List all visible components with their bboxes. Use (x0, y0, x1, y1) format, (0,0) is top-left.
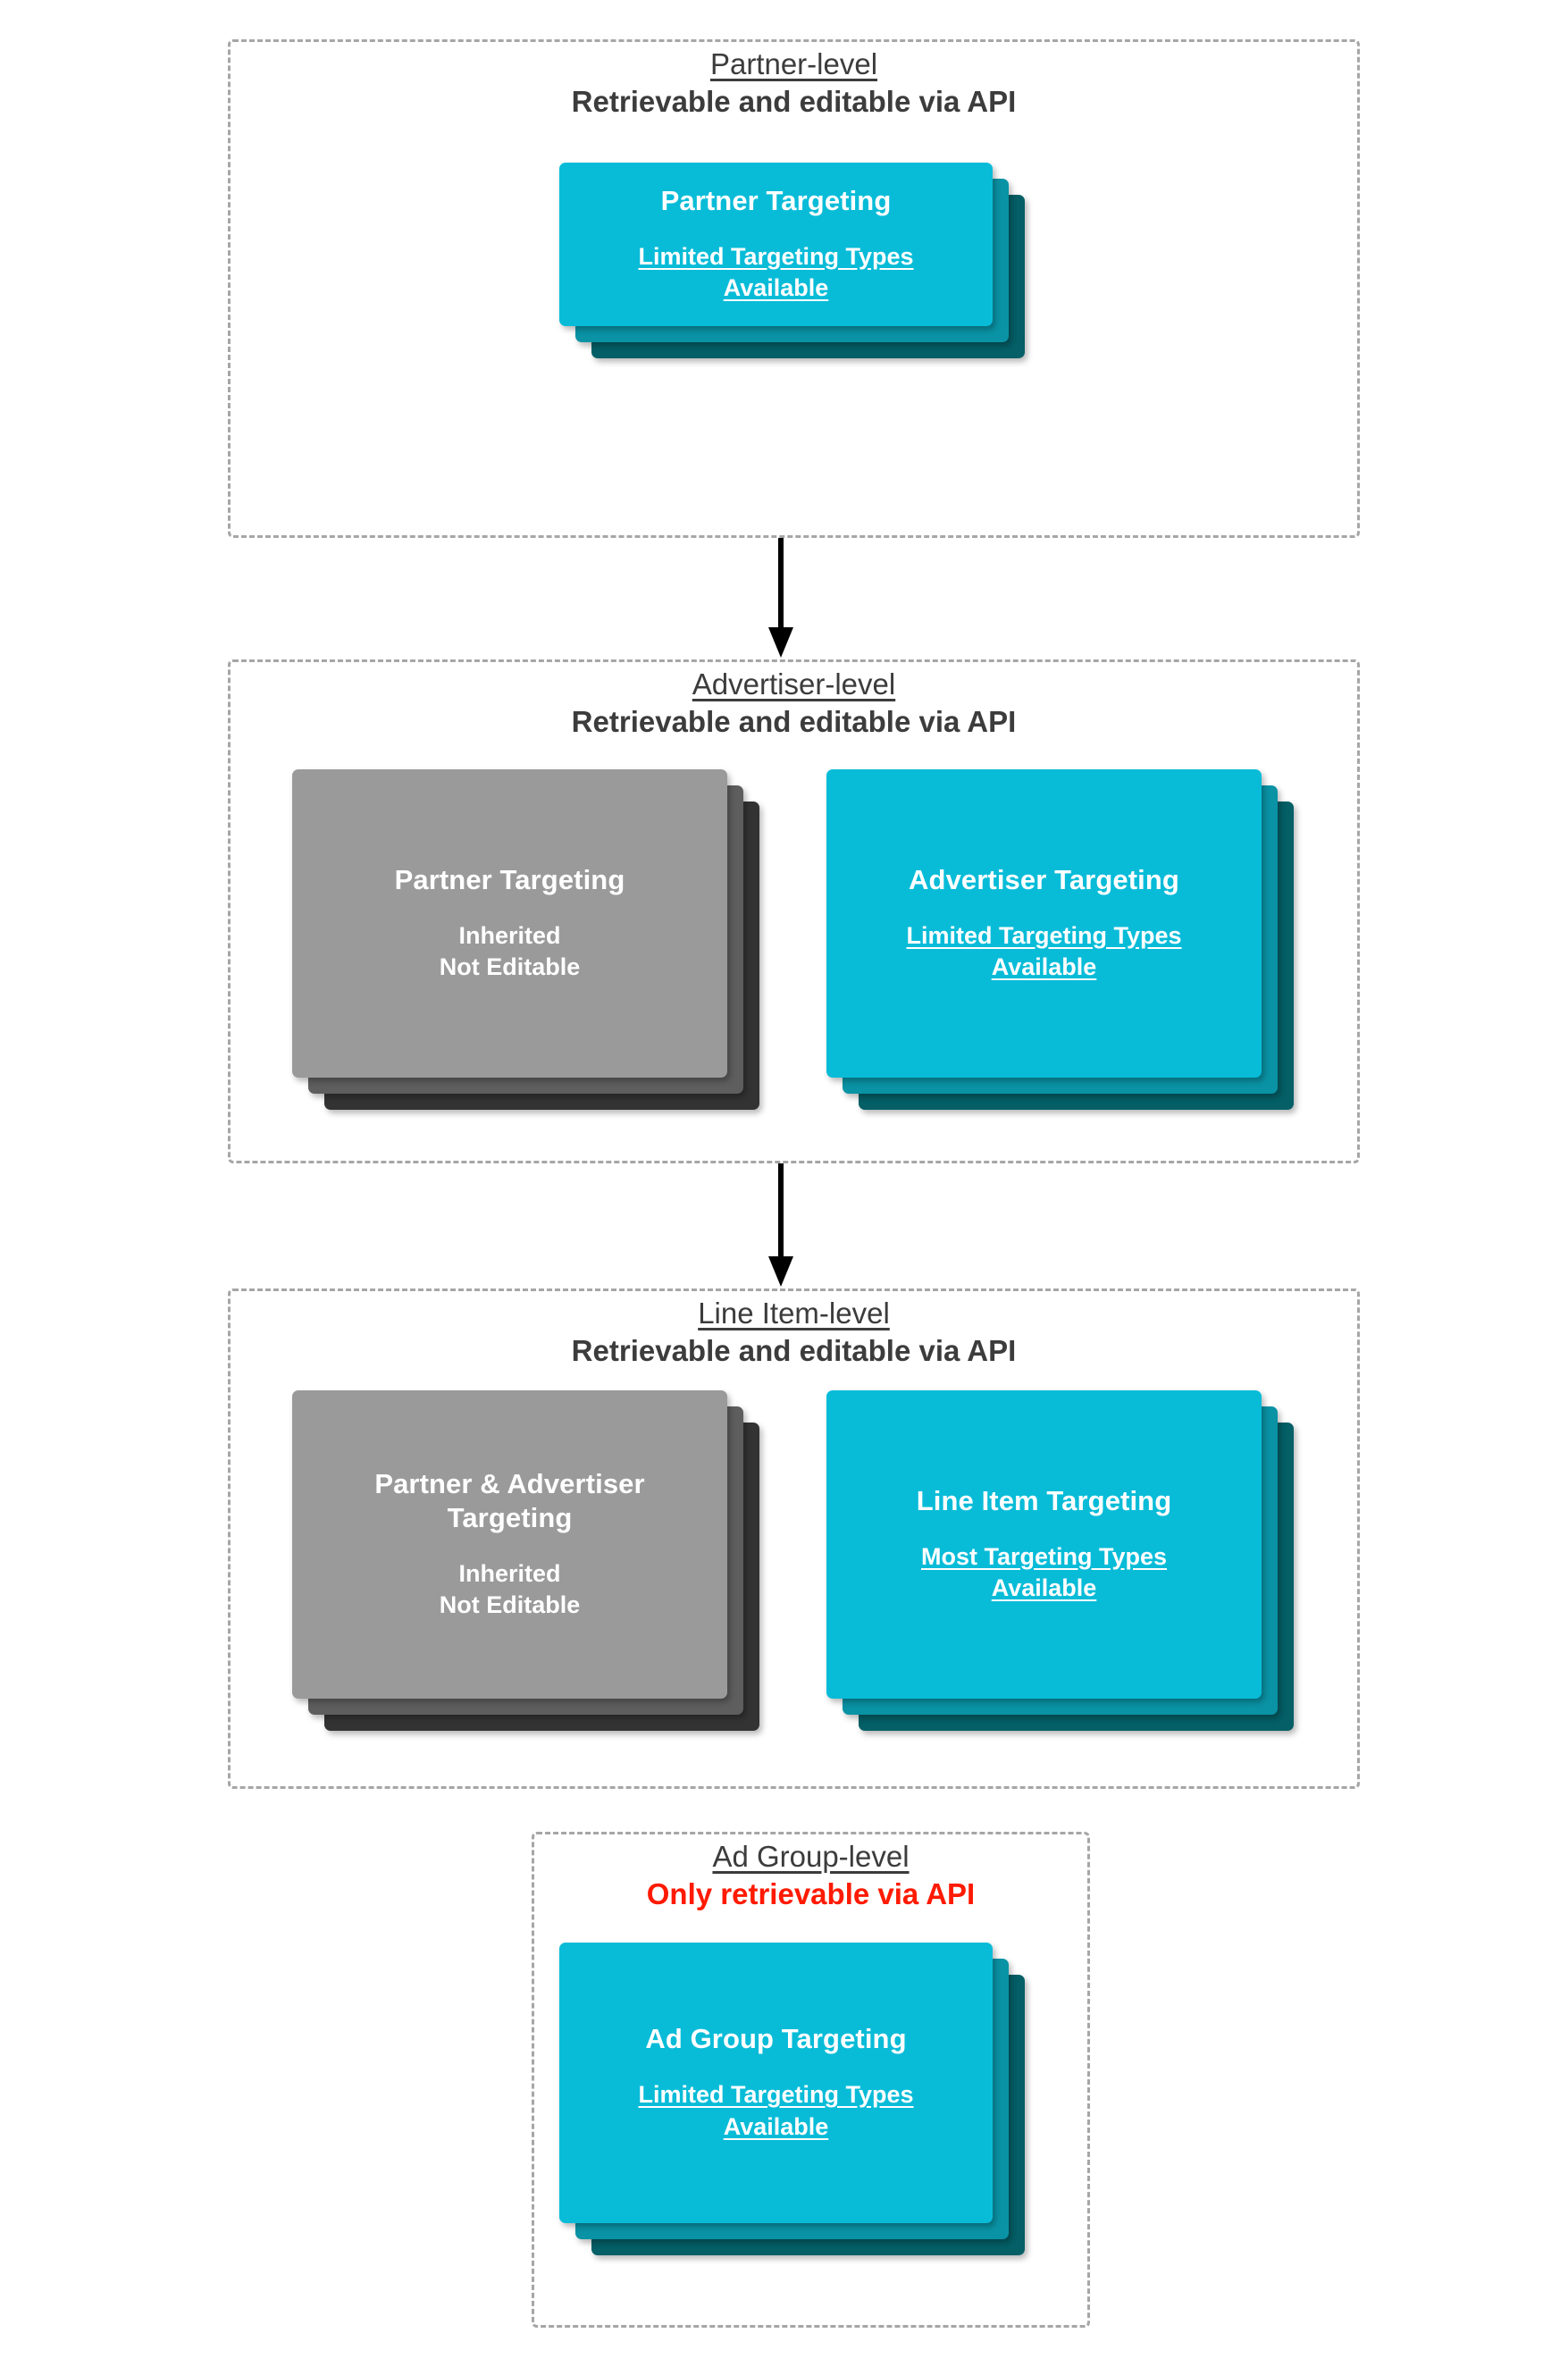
card-subtitle-line-2: Not Editable (439, 1591, 581, 1619)
level-box-partner (228, 39, 1360, 538)
card-face-inherited-partner-targeting: Partner Targeting Inherited Not Editable (292, 769, 727, 1078)
card-subtitle-line-2: Available (723, 2112, 829, 2140)
arrow-partner-to-advertiser (765, 538, 797, 659)
card-title: Advertiser Targeting (909, 863, 1179, 895)
card-subtitle-line-2: Not Editable (439, 953, 581, 981)
card-face-ad-group-targeting: Ad Group Targeting Limited Targeting Typ… (559, 1943, 993, 2223)
card-subtitle-line-1: Most Targeting Types (920, 1542, 1168, 1570)
card-subtitle-line-1: Limited Targeting Types (906, 921, 1182, 949)
card-face-inherited-partner-advertiser-targeting: Partner & Advertiser Targeting Inherited… (292, 1390, 727, 1699)
card-stack-advertiser-targeting[interactable]: Advertiser Targeting Limited Targeting T… (826, 769, 1297, 1110)
card-stack-partner-targeting[interactable]: Partner Targeting Limited Targeting Type… (559, 163, 1028, 358)
level-box-ad-group (532, 1832, 1090, 2328)
card-subtitle-line-1: Limited Targeting Types (638, 2081, 914, 2109)
card-subtitle-line-1: Limited Targeting Types (638, 242, 914, 270)
card-layer-front: Partner Targeting Limited Targeting Type… (559, 163, 993, 326)
card-layer-front: Partner Targeting Inherited Not Editable (292, 769, 727, 1078)
card-layer-front: Ad Group Targeting Limited Targeting Typ… (559, 1943, 993, 2223)
card-title: Line Item Targeting (916, 1484, 1172, 1516)
card-face-advertiser-targeting: Advertiser Targeting Limited Targeting T… (826, 769, 1262, 1078)
card-title: Ad Group Targeting (645, 2023, 907, 2055)
card-subtitle: Limited Targeting Types Available (638, 241, 913, 305)
card-subtitle: Inherited Not Editable (440, 1558, 581, 1622)
card-title: Partner Targeting (394, 863, 625, 895)
card-subtitle-line-1: Inherited (458, 1559, 561, 1587)
card-layer-front: Advertiser Targeting Limited Targeting T… (826, 769, 1262, 1078)
card-face-partner-targeting: Partner Targeting Limited Targeting Type… (559, 163, 993, 326)
card-stack-advertiser-inherited-partner[interactable]: Partner Targeting Inherited Not Editable (292, 769, 763, 1110)
card-layer-front: Line Item Targeting Most Targeting Types… (826, 1390, 1262, 1699)
card-title: Partner Targeting (660, 184, 892, 216)
card-title: Partner & Advertiser Targeting (374, 1468, 645, 1533)
card-layer-front: Partner & Advertiser Targeting Inherited… (292, 1390, 727, 1699)
card-subtitle-line-2: Available (723, 274, 829, 302)
arrow-down-icon (768, 1163, 793, 1287)
arrow-down-icon (768, 538, 793, 658)
level-box-line-item (228, 1288, 1360, 1789)
card-subtitle: Limited Targeting Types Available (638, 2079, 913, 2143)
arrow-advertiser-to-line-item (765, 1163, 797, 1288)
card-subtitle-line-1: Inherited (458, 921, 561, 949)
level-box-advertiser (228, 659, 1360, 1163)
card-stack-ad-group-targeting[interactable]: Ad Group Targeting Limited Targeting Typ… (559, 1943, 1028, 2255)
card-stack-line-item-inherited[interactable]: Partner & Advertiser Targeting Inherited… (292, 1390, 763, 1731)
card-subtitle: Inherited Not Editable (440, 920, 581, 984)
card-subtitle: Limited Targeting Types Available (906, 920, 1181, 984)
card-stack-line-item-targeting[interactable]: Line Item Targeting Most Targeting Types… (826, 1390, 1297, 1731)
card-face-line-item-targeting: Line Item Targeting Most Targeting Types… (826, 1390, 1262, 1699)
card-subtitle-line-2: Available (991, 953, 1097, 981)
card-subtitle: Most Targeting Types Available (921, 1541, 1167, 1605)
card-subtitle-line-2: Available (991, 1574, 1097, 1602)
